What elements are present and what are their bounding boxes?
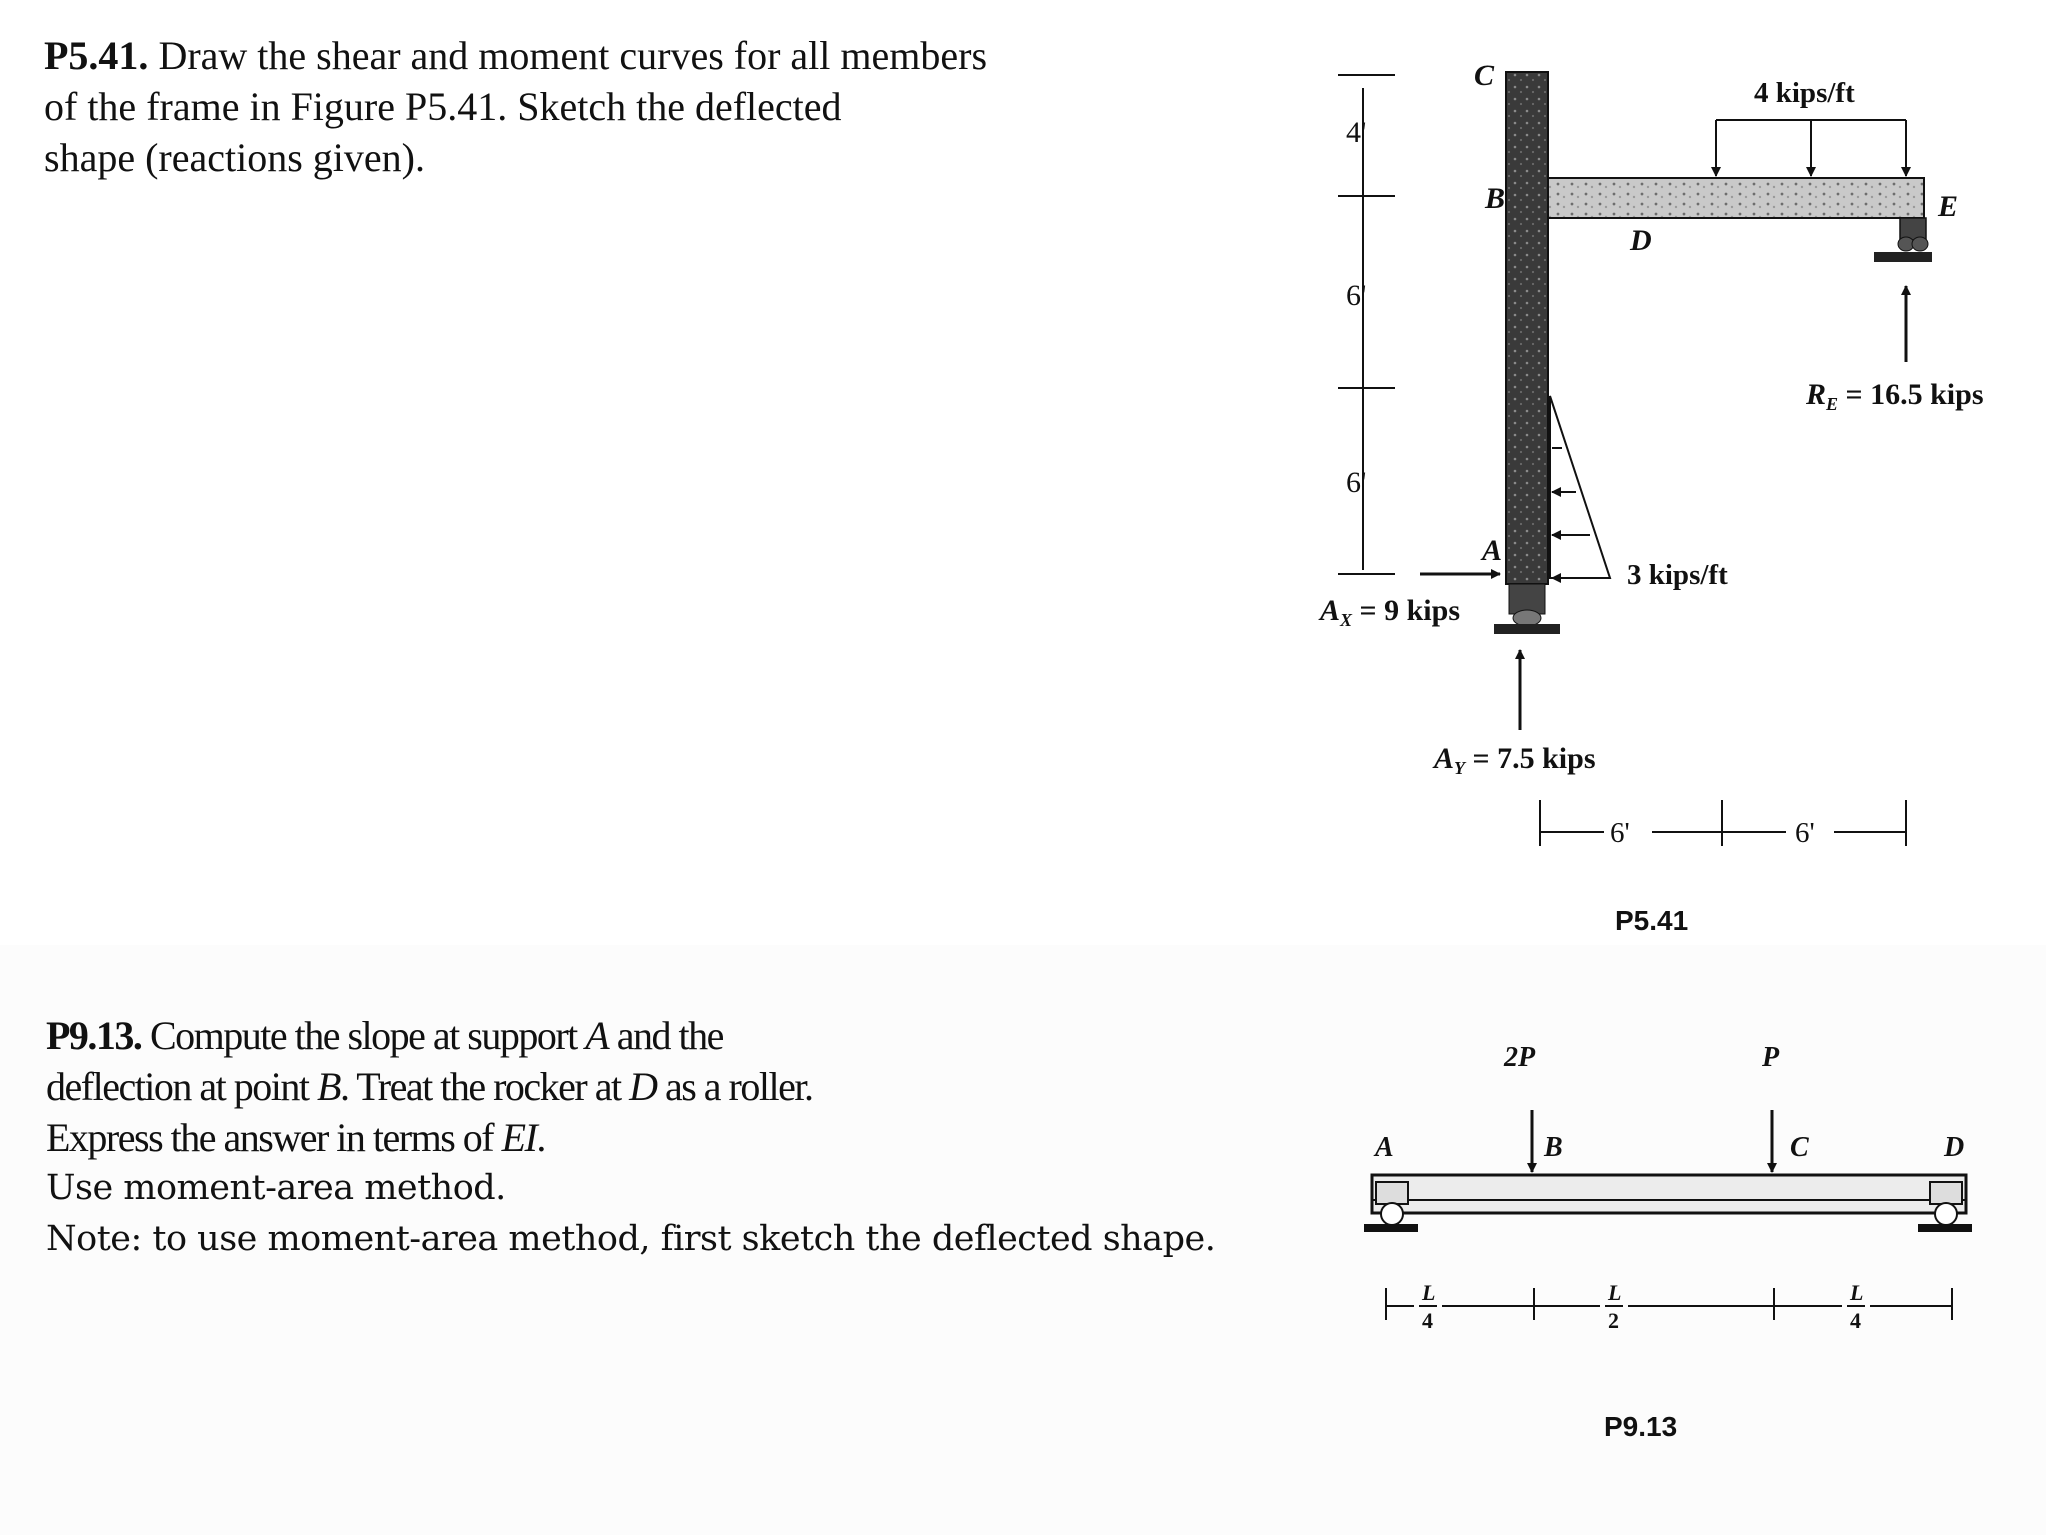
problem-541-line-2: of the frame in Figure P5.41. Sketch the… [44,84,842,129]
column-member [1505,71,1549,585]
problem-913-line-5: Note: to use moment-area method, first s… [46,1219,1216,1259]
span-L-over-2: L 2 [1605,1280,1623,1333]
beam-figure-913: A B C D 2P P L 4 [1364,1042,1972,1442]
label-D-913: D [1943,1132,1964,1163]
problem-541-line-3: shape (reactions given). [44,135,425,180]
span-dimensions: L 4 L 2 L 4 [1385,1280,1953,1333]
support-D-913 [1918,1181,1972,1232]
svg-text:2P: 2P [1503,1042,1536,1073]
svg-text:RE = 16.5 kips: RE = 16.5 kips [1805,378,1984,414]
dim-6ft-upper: 6' [1346,279,1366,312]
span-L-over-4-right: L 4 [1847,1280,1865,1333]
problem-913-line-3: Express the answer in terms of EI. [46,1115,546,1160]
label-B: B [1484,182,1505,215]
svg-text:AY = 7.5 kips: AY = 7.5 kips [1432,742,1596,778]
problem-541-text: P5.41. Draw the shear and moment curves … [44,30,987,183]
svg-text:2: 2 [1608,1308,1619,1333]
svg-text:L: L [1421,1280,1435,1305]
beam-913 [1370,1173,1968,1215]
horizontal-dimension: 6' 6' [1539,800,1907,849]
dim-6ft-left: 6' [1610,817,1630,849]
reaction-Ax: AX = 9 kips [1318,569,1501,630]
lower-panel [0,945,2046,1535]
reaction-RE: RE = 16.5 kips [1805,285,1984,414]
label-C: C [1474,59,1495,92]
span-L-over-4-left: L 4 [1419,1280,1437,1333]
frame-figure-541: 4' 6' 6' C B D E A 4 kips/ft [1318,59,1984,936]
svg-text:4: 4 [1850,1308,1861,1333]
figure-913-caption: P9.13 [1604,1411,1677,1442]
svg-text:4: 4 [1422,1308,1433,1333]
problem-913-line-2: deflection at point B. Treat the rocker … [46,1064,814,1109]
problem-541-number: P5.41. [44,33,149,78]
vertical-dimension: 4' 6' 6' [1338,74,1395,575]
dim-6ft-lower: 6' [1346,466,1366,499]
upper-panel [0,0,2046,945]
label-E: E [1937,190,1958,223]
svg-text:AX = 9 kips: AX = 9 kips [1318,594,1460,630]
dim-6ft-right: 6' [1795,817,1815,849]
figure-541-caption: P5.41 [1615,905,1688,936]
problem-913-line-4: Use moment-area method. [46,1168,506,1208]
load-P: P [1761,1042,1780,1173]
problem-913-text: P9.13. Compute the slope at support A an… [46,1010,1216,1265]
load-4-kips-ft: 4 kips/ft [1754,77,1855,109]
support-E [1874,217,1932,262]
label-D: D [1629,224,1652,257]
label-C-913: C [1790,1132,1809,1163]
label-B-913: B [1543,1132,1563,1163]
support-A [1494,583,1560,634]
svg-text:L: L [1607,1280,1621,1305]
beam-member [1547,177,1925,219]
label-A-913: A [1373,1132,1394,1163]
svg-text:L: L [1849,1280,1863,1305]
reaction-Ay: AY = 7.5 kips [1432,649,1596,778]
problem-541-line-1: P5.41. Draw the shear and moment curves … [44,33,988,78]
dim-4ft: 4' [1346,116,1366,149]
load-2P: 2P [1503,1042,1537,1173]
load-3-kips-ft: 3 kips/ft [1627,559,1728,591]
beam-distributed-load: 4 kips/ft [1711,77,1911,177]
problem-913-line-1: P9.13. Compute the slope at support A an… [46,1013,724,1058]
support-A-913 [1364,1181,1418,1232]
column-triangular-load: 3 kips/ft [1549,395,1728,591]
problem-913-number: P9.13. [46,1013,143,1058]
svg-text:P: P [1761,1042,1780,1073]
label-A: A [1480,534,1502,567]
